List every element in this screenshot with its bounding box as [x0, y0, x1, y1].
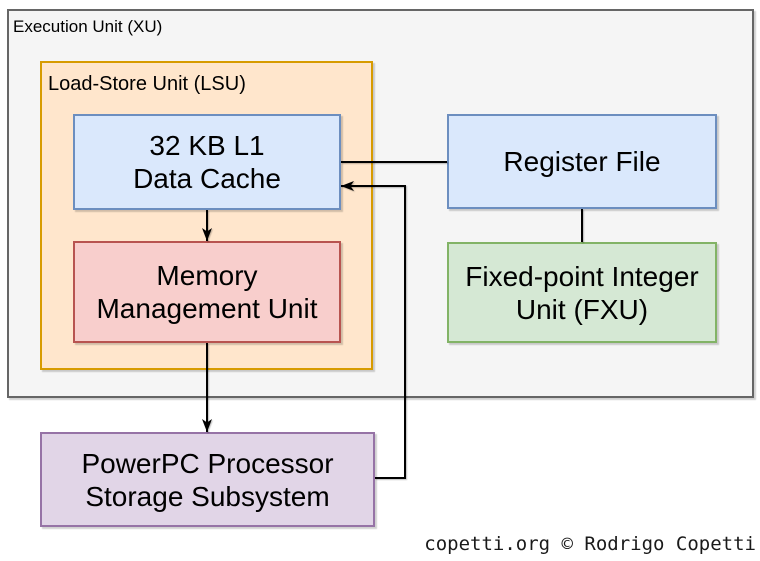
execution-unit-label: Execution Unit (XU)	[13, 17, 163, 36]
node-fixed-point-integer-unit-label: Fixed-point Integer Unit (FXU)	[465, 260, 699, 325]
node-fixed-point-integer-unit: Fixed-point Integer Unit (FXU)	[447, 242, 717, 343]
node-data-cache: 32 KB L1 Data Cache	[73, 114, 341, 210]
node-powerpc-storage-subsystem-label: PowerPC Processor Storage Subsystem	[81, 447, 334, 512]
load-store-unit-label: Load-Store Unit (LSU)	[48, 73, 246, 95]
node-data-cache-label: 32 KB L1 Data Cache	[133, 130, 281, 194]
node-powerpc-storage-subsystem: PowerPC Processor Storage Subsystem	[40, 432, 375, 527]
node-memory-management-unit-label: Memory Management Unit	[96, 260, 318, 324]
node-memory-management-unit: Memory Management Unit	[73, 241, 341, 343]
node-register-file: Register File	[447, 114, 717, 209]
node-register-file-label: Register File	[503, 146, 661, 177]
credit-text: copetti.org © Rodrigo Copetti	[424, 533, 756, 555]
